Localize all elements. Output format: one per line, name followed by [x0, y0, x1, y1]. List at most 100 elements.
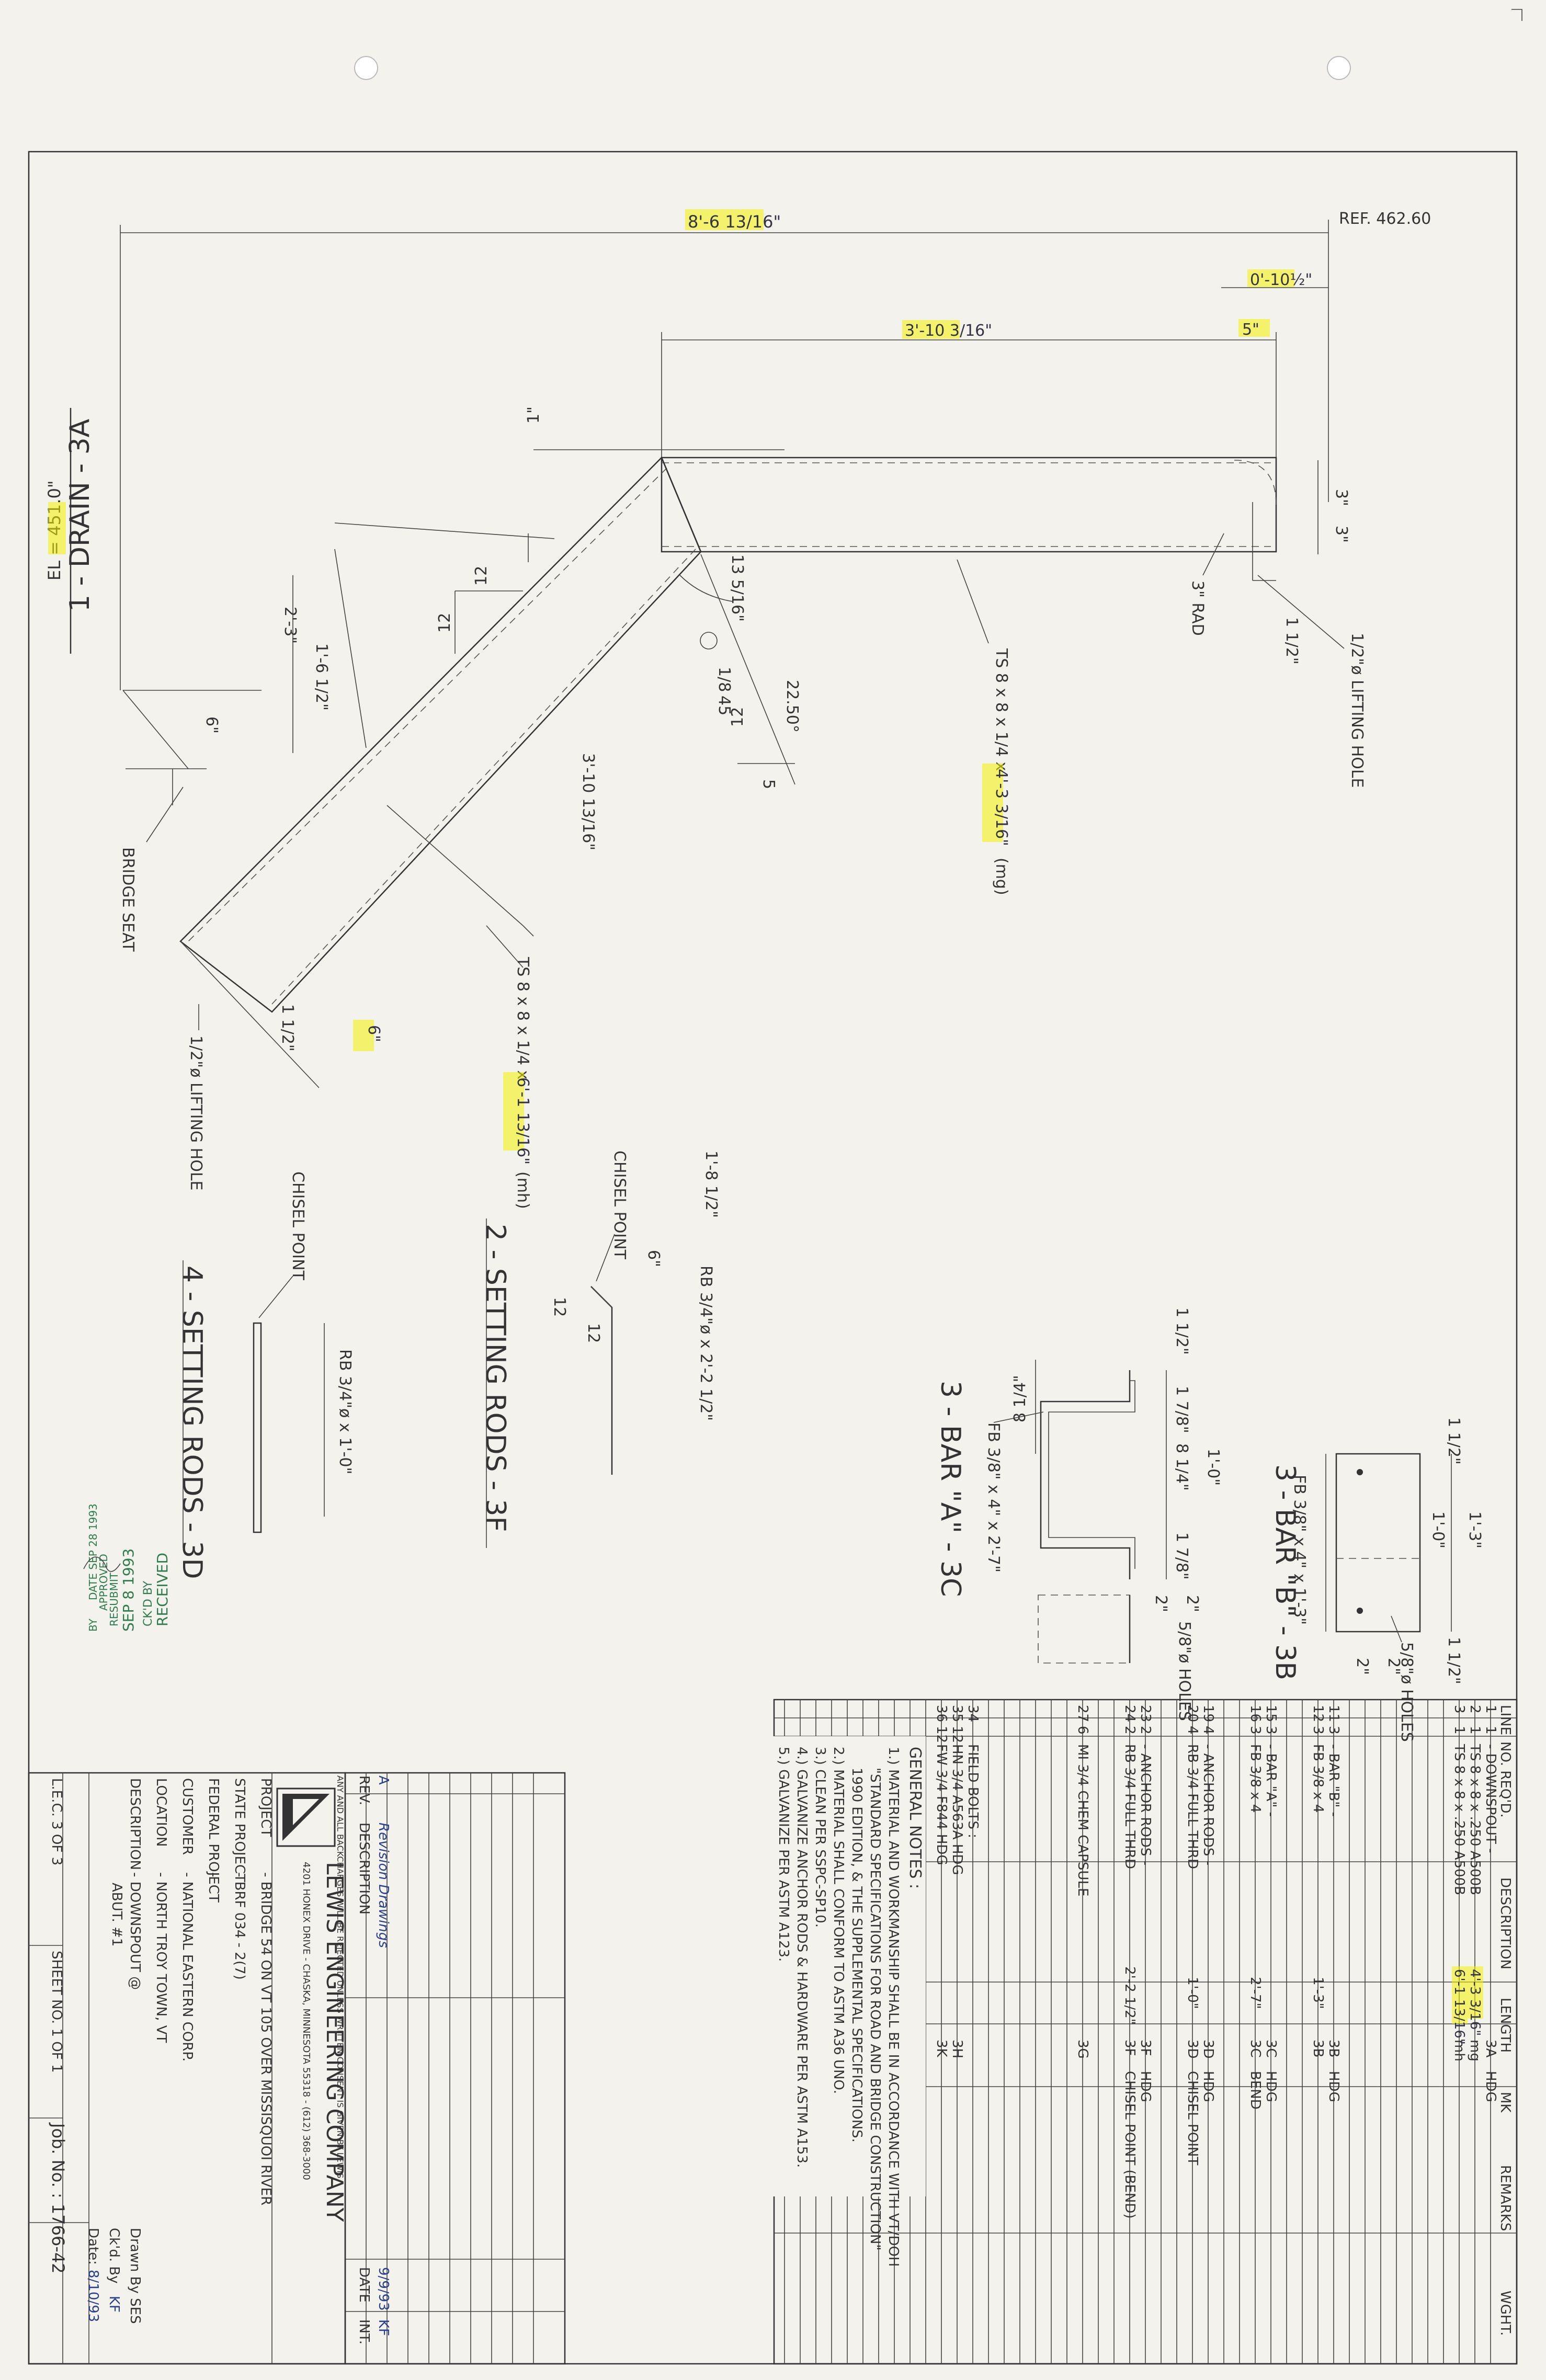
svg-text:2: 2: [1138, 1726, 1153, 1735]
dim-6: 6": [202, 716, 221, 734]
received-stamp: RECEIVED CK'D BY SEP 8 1993 RESUBMIT APP…: [83, 1504, 171, 1632]
svg-text:35: 35: [949, 1705, 965, 1722]
svg-text:RB 3/4 FULL THRD: RB 3/4 FULL THRD: [1185, 1744, 1200, 1869]
svg-text:3A: 3A: [1483, 2040, 1498, 2058]
svg-text:27: 27: [1075, 1705, 1090, 1722]
stamp-by: BY: [87, 1618, 99, 1632]
svg-text:1: 1: [1483, 1705, 1498, 1714]
rods-3d-title: 4 - SETTING RODS - 3D: [176, 1266, 208, 1579]
rod-3d: [253, 1322, 262, 1533]
svg-text:12: 12: [934, 1726, 949, 1743]
ts-top-length: 4'-3 3/16": [992, 769, 1010, 846]
tb-lec: L.E.C. 3 OF 3: [49, 1778, 64, 1865]
lifting-hole-top-label: 1/2"ø LIFTING HOLE: [1348, 633, 1366, 788]
stamp-resubmit: RESUBMIT: [108, 1572, 120, 1626]
svg-text:6: 6: [1075, 1726, 1090, 1735]
svg-text:3C: 3C: [1247, 2040, 1263, 2058]
tb-project-label: PROJECT: [258, 1778, 274, 1837]
bom-header-line: LINE: [1497, 1705, 1513, 1735]
tb-federal-project-label: FEDERAL PROJECT: [206, 1778, 221, 1903]
overall-dimension: 8'-6 13/16": [688, 212, 781, 232]
bom-header-mk: MK: [1497, 2092, 1513, 2113]
svg-text:2'-7": 2'-7": [1247, 1977, 1263, 2009]
svg-text:3D: 3D: [1185, 2040, 1200, 2059]
svg-text:2: 2: [1122, 1726, 1138, 1735]
rods-3f-title: 2 - SETTING RODS - 3F: [480, 1224, 511, 1532]
rods-3f-dim-1: 6": [644, 1250, 663, 1267]
tb-drawn-by: Drawn By SES: [127, 2228, 143, 2324]
svg-text:1: 1: [1483, 1726, 1498, 1735]
svg-text:1'-3": 1'-3": [1310, 1977, 1326, 2009]
bar-b-hole-icon: [1357, 1469, 1363, 1475]
bom-row: 12 3 FB 3/8 x 4 1'-3" 3B: [1310, 1705, 1326, 2057]
slope-twelve-b: 12: [436, 613, 454, 633]
stamp-date: SEP 8 1993: [120, 1548, 137, 1632]
svg-text:3F: 3F: [1138, 2040, 1153, 2056]
slope-twelve-a: 12: [472, 566, 491, 586]
company-name: LEWIS ENGINEERING COMPANY: [321, 1862, 348, 2222]
bridge-seat-label: BRIDGE SEAT: [119, 847, 137, 952]
stamp-date-label: DATE SEP 28 1993: [87, 1504, 99, 1600]
weld-all-around-icon: [700, 632, 718, 650]
bar-b-dim-1: 1'-0": [1429, 1511, 1447, 1548]
tube-length-dimension: 3'-10 3/16": [905, 322, 992, 340]
bar-b-holes: 5/8"ø HOLES: [1397, 1642, 1416, 1742]
ts-bottom-mark: (mh): [514, 1171, 532, 1209]
svg-text:23: 23: [1138, 1705, 1153, 1722]
rev-int-header: INT.: [356, 2319, 372, 2344]
drain-view: 1 - DRAIN - 3A EL = 451.0" 8'-6 13/16" R…: [44, 209, 1431, 1209]
ts-bottom-length: 6'-1 13/16": [514, 1077, 532, 1165]
tb-ckd-by: Ck'd. By: [106, 2228, 122, 2284]
svg-text:1.) MATERIAL AND WORKMANSHIP S: 1.) MATERIAL AND WORKMANSHIP SHALL BE IN…: [885, 1747, 901, 2267]
rods-3f-dim-2: 12: [550, 1297, 569, 1317]
bom-row: 24 2 RB 3/4 FULL THRD 2'-2 1/2" 3F CHISE…: [1122, 1705, 1138, 2218]
svg-text:11: 11: [1326, 1705, 1342, 1722]
svg-text:1'-0": 1'-0": [1185, 1977, 1200, 2009]
svg-text:1: 1: [1451, 1726, 1467, 1735]
bom-header-description: DESCRIPTION: [1497, 1877, 1513, 1969]
ts-top-label: TS 8 x 8 x 1/4 x: [992, 648, 1010, 771]
tb-state-project-label: STATE PROJECT: [232, 1778, 247, 1882]
svg-text:"STANDARD SPECIFICATIONS FOR R: "STANDARD SPECIFICATIONS FOR ROAD AND BR…: [867, 1768, 883, 2250]
rods-3f-dim-0: 1'-8 1/2": [702, 1151, 720, 1218]
svg-text:3C: 3C: [1263, 2040, 1279, 2058]
tb-ckd-by-value: KF: [106, 2296, 122, 2313]
dim-3-10: 3'-10 13/16": [579, 753, 597, 850]
bar-a-title: 3 - BAR "A" - 3C: [935, 1381, 966, 1597]
svg-text:6'-1 13/16": 6'-1 13/16": [1451, 1969, 1467, 2045]
bom-header-no: NO. REQ'D.: [1497, 1741, 1513, 1818]
drawing-border: [28, 151, 1518, 2365]
svg-text:24: 24: [1122, 1705, 1138, 1722]
svg-text:4: 4: [1185, 1726, 1200, 1735]
bar-a-bent-plate: [1040, 1370, 1131, 1579]
tb-federal-project-value: -: [206, 1872, 221, 1877]
weld-ref: 45: [715, 696, 733, 715]
svg-text:2.) MATERIAL SHALL CONFORM TO: 2.) MATERIAL SHALL CONFORM TO ASTM A36 U…: [831, 1747, 846, 2094]
bar-a-callout: FB 3/8" x 4" x 2'-7": [984, 1422, 1003, 1573]
bom-header-length: LENGTH: [1497, 1998, 1513, 2053]
svg-text:TS 8 x 8 x .250 A500B: TS 8 x 8 x .250 A500B: [1467, 1744, 1483, 1895]
bar-b-dim-2: 1 1/2": [1445, 1417, 1463, 1465]
bom-row: 19 4 - ANCHOR RODS - 3D HDG: [1200, 1705, 1216, 2102]
dim-13-5-16: 13 5/16": [728, 554, 746, 622]
svg-text:34: 34: [965, 1705, 981, 1722]
rev-header: REV.: [356, 1775, 372, 1805]
bar-a-dim-0: 8 1/4": [1011, 1375, 1029, 1422]
svg-text:12: 12: [949, 1726, 965, 1743]
svg-text:MI 3/4 CHEM CAPSULE: MI 3/4 CHEM CAPSULE: [1075, 1744, 1090, 1896]
svg-text:HDG: HDG: [1263, 2071, 1279, 2102]
bar-a-dim-4: 8 1/4": [1173, 1443, 1191, 1491]
bar-b-dim-0: 1'-3": [1465, 1511, 1484, 1548]
disclaimer-line-1: ANY AND ALL BACKCHARGES WILL BE REJECTED…: [335, 1775, 345, 2178]
punch-hole-icon: [1327, 56, 1351, 80]
elevation-highlight: [48, 502, 66, 554]
bom-row: 1 1 - DOWNSPOUT - 3A HDG: [1483, 1705, 1498, 2102]
three-inch-dim-b: 3": [1332, 526, 1350, 543]
svg-text:BEND: BEND: [1247, 2071, 1263, 2110]
svg-text:FB 3/8 x 4: FB 3/8 x 4: [1247, 1744, 1263, 1813]
svg-text:FW 3/4 F844 HDG: FW 3/4 F844 HDG: [934, 1744, 949, 1865]
svg-text:3: 3: [1326, 1726, 1342, 1735]
svg-text:36: 36: [934, 1705, 949, 1722]
svg-text:- DOWNSPOUT -: - DOWNSPOUT -: [1483, 1744, 1498, 1853]
tb-customer-value: - NATIONAL EASTERN CORP.: [179, 1872, 195, 2062]
